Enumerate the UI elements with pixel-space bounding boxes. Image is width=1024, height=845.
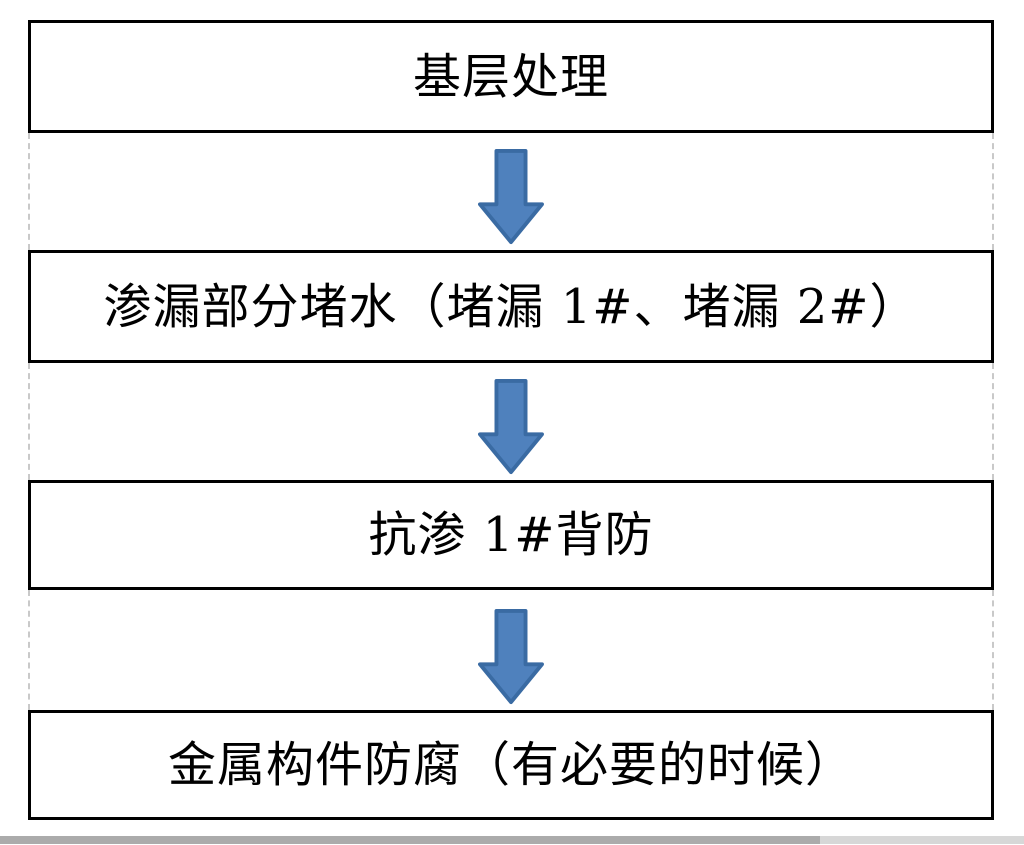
step-box-base-treatment: 基层处理 xyxy=(28,20,994,133)
step-box-anti-seepage: 抗渗 1#背防 xyxy=(28,480,994,590)
scrollbar-thumb[interactable] xyxy=(0,836,820,844)
down-arrow-icon xyxy=(478,148,544,245)
down-arrow-icon xyxy=(478,378,544,475)
dashed-gridline-right xyxy=(992,133,994,250)
step-box-metal-anticorrosion: 金属构件防腐（有必要的时候） xyxy=(28,710,994,820)
dashed-gridline-left xyxy=(28,363,30,480)
dashed-gridline-left xyxy=(28,590,30,710)
step-label: 渗漏部分堵水（堵漏 1#、堵漏 2#） xyxy=(103,278,919,335)
flow-gap-1 xyxy=(28,133,994,250)
flow-gap-3 xyxy=(28,590,994,710)
step-label: 金属构件防腐（有必要的时候） xyxy=(167,737,854,793)
down-arrow-icon xyxy=(478,608,544,705)
dashed-gridline-right xyxy=(992,590,994,710)
dashed-gridline-right xyxy=(992,363,994,480)
step-label: 基层处理 xyxy=(412,48,609,105)
flow-gap-2 xyxy=(28,363,994,480)
dashed-gridline-left xyxy=(28,133,30,250)
step-box-leak-plugging: 渗漏部分堵水（堵漏 1#、堵漏 2#） xyxy=(28,250,994,363)
horizontal-scrollbar[interactable] xyxy=(0,836,1024,844)
step-label: 抗渗 1#背防 xyxy=(368,507,654,563)
